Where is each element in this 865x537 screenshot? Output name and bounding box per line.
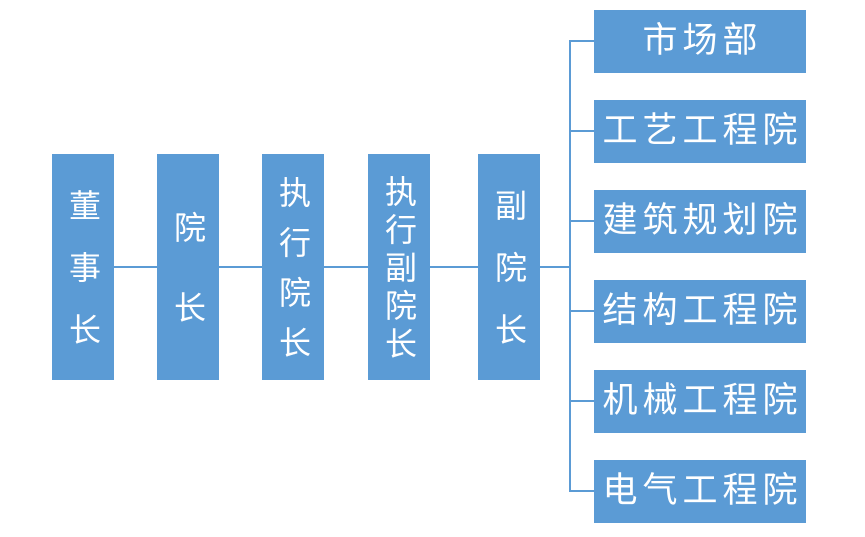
connector-executive-dean-executive-vice-dean	[324, 266, 368, 268]
connector-chairman-dean	[114, 266, 157, 268]
dept-box-process-engineering: 工艺工程院	[594, 100, 806, 163]
chain-box-vice-dean: 副院长	[478, 154, 540, 380]
dept-box-structural-engineering: 结构工程院	[594, 280, 806, 343]
chain-box-chairman: 董事长	[52, 154, 114, 380]
connector-branch-architecture-planning	[569, 220, 594, 222]
chain-box-executive-vice-dean-label: 执行副院长	[380, 175, 418, 365]
chain-box-chairman-label: 董事长	[64, 189, 102, 375]
dept-box-mechanical-engineering: 机械工程院	[594, 370, 806, 433]
dept-box-marketing-label: 市场部	[642, 21, 763, 61]
dept-box-architecture-planning-label: 建筑规划院	[602, 201, 803, 241]
chain-box-executive-dean-label: 执行院长	[274, 176, 312, 376]
connector-branch-mechanical-engineering	[569, 400, 594, 402]
dept-box-marketing: 市场部	[594, 10, 806, 73]
dept-box-electrical-engineering: 电气工程院	[594, 460, 806, 523]
chain-box-dean: 院长	[157, 154, 219, 380]
connector-vice-dean-trunk	[540, 266, 569, 268]
connector-branch-marketing	[569, 40, 594, 42]
dept-box-architecture-planning: 建筑规划院	[594, 190, 806, 253]
connector-dean-executive-dean	[219, 266, 262, 268]
dept-box-mechanical-engineering-label: 机械工程院	[602, 381, 803, 421]
chain-box-vice-dean-label: 副院长	[490, 189, 528, 375]
chain-box-executive-vice-dean: 执行副院长	[368, 154, 430, 380]
connector-branch-electrical-engineering	[569, 490, 594, 492]
chain-box-executive-dean: 执行院长	[262, 154, 324, 380]
dept-box-process-engineering-label: 工艺工程院	[602, 111, 803, 151]
connector-branch-process-engineering	[569, 130, 594, 132]
dept-box-structural-engineering-label: 结构工程院	[602, 291, 803, 331]
connector-trunk	[569, 40, 571, 492]
connector-executive-vice-dean-vice-dean	[430, 266, 478, 268]
chain-box-dean-label: 院长	[169, 211, 207, 371]
dept-box-electrical-engineering-label: 电气工程院	[602, 471, 803, 511]
connector-branch-structural-engineering	[569, 310, 594, 312]
